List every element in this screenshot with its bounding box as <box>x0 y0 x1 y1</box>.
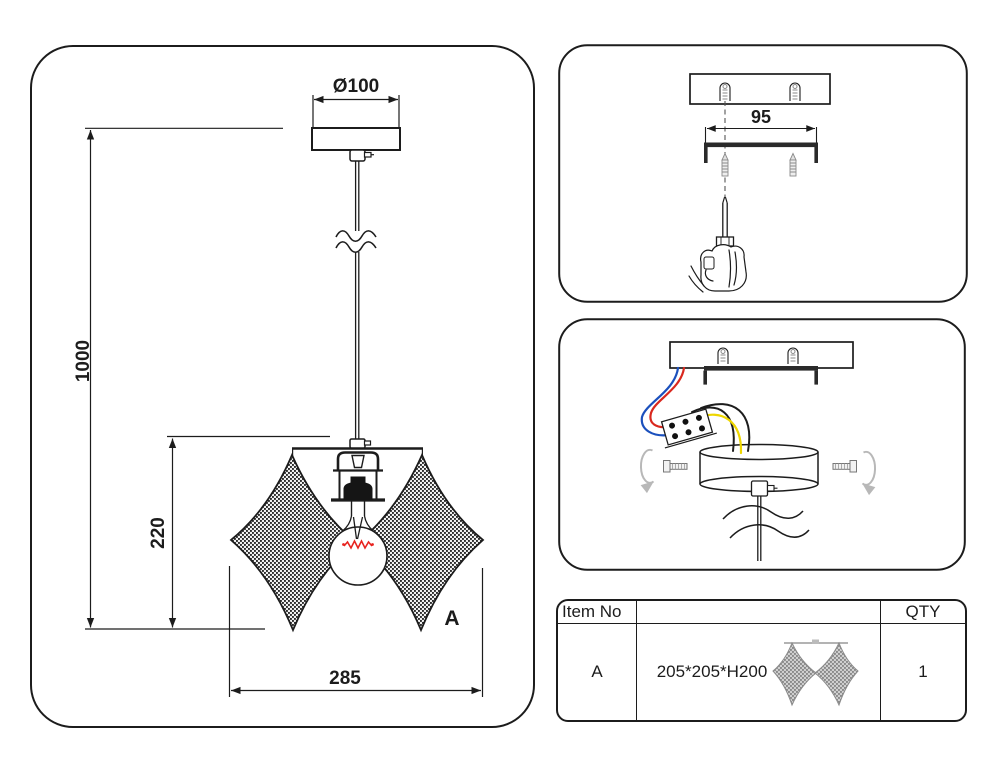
shade-item-label: A <box>444 607 459 630</box>
wire-black-2 <box>700 403 751 452</box>
ceiling-plate <box>689 73 831 105</box>
hand <box>688 244 747 293</box>
table-cell-description: 205*205*H200 <box>637 624 881 720</box>
dimension-shade-height <box>167 435 330 628</box>
ceiling-plate <box>669 341 854 369</box>
mesh-shade-left <box>229 452 357 633</box>
table-header-item-no: Item No <box>558 601 637 624</box>
mounting-bracket <box>704 142 818 163</box>
mounting-step-svg: 95 <box>558 44 968 303</box>
rod-break-symbol <box>335 230 377 254</box>
cable-break-wave-2 <box>729 524 810 539</box>
supply-wires <box>640 366 686 437</box>
keyhole-slot-left <box>717 347 729 364</box>
suspension-cable <box>722 496 810 561</box>
terminal-block <box>660 408 717 449</box>
dimension-canopy-diameter <box>312 95 400 127</box>
panel-step-wiring <box>558 318 966 571</box>
screw-right <box>789 152 797 177</box>
screw-left <box>721 152 729 177</box>
light-bulb <box>328 500 388 586</box>
keyhole-slot-right <box>789 82 801 101</box>
frame-cord-fitting <box>349 438 372 449</box>
table-header-description <box>637 601 881 624</box>
dim-label-canopy-diameter: Ø100 <box>333 76 379 97</box>
dimension-shade-width <box>228 566 484 697</box>
wire-blue <box>640 366 680 437</box>
rotation-arrow-right <box>861 450 877 496</box>
shade-size-text: 205*205*H200 <box>656 662 768 681</box>
panel-border <box>30 45 535 728</box>
mesh-shade-right <box>357 452 485 633</box>
wire-red <box>649 366 686 429</box>
table-cell-qty: 1 <box>918 662 928 681</box>
dimension-suspension-height <box>85 127 283 630</box>
thumbnail-fitting <box>812 639 820 644</box>
panel-border <box>558 318 966 571</box>
panel-border <box>558 44 968 303</box>
mounting-bracket <box>703 366 818 385</box>
table-header-qty: QTY <box>881 601 965 624</box>
panel-dimension-drawing: Ø100 1000 220 285 <box>30 45 535 728</box>
lamp-socket <box>343 476 373 500</box>
ceiling-canopy <box>311 127 401 151</box>
dimension-drawing-svg: Ø100 1000 220 285 <box>30 45 535 728</box>
dim-label-shade-height: 220 <box>148 517 169 549</box>
canopy-top-opening <box>699 443 819 461</box>
wiring-step-svg <box>558 318 966 571</box>
parts-table: Item No QTY A 205*205*H200 1 <box>556 599 967 722</box>
canopy-screw-right <box>832 460 857 473</box>
thumbnail-shade-left <box>772 641 818 707</box>
shade-thumbnail <box>772 639 860 707</box>
canopy-cord-grip <box>349 149 374 162</box>
dim-label-suspension-height: 1000 <box>73 340 94 382</box>
bulb-filament <box>342 539 374 550</box>
dim-label-shade-width: 285 <box>329 668 361 689</box>
keyhole-slot-right <box>787 347 799 364</box>
cable-break-wave-1 <box>722 505 804 520</box>
panel-step-mounting: 95 <box>558 44 968 303</box>
table-cell-item-no: A <box>558 624 637 720</box>
thumbnail-shade-right <box>814 641 860 707</box>
suspension-rod <box>354 161 360 447</box>
canopy-cord-grip <box>750 480 778 497</box>
keyhole-slot-left <box>719 82 731 101</box>
dim-label-bracket-spacing: 95 <box>751 107 771 127</box>
wire-black-1 <box>691 406 735 452</box>
rotation-arrow-left <box>639 448 655 494</box>
canopy-screw-left <box>663 460 688 473</box>
dimension-bracket-spacing <box>704 125 818 143</box>
